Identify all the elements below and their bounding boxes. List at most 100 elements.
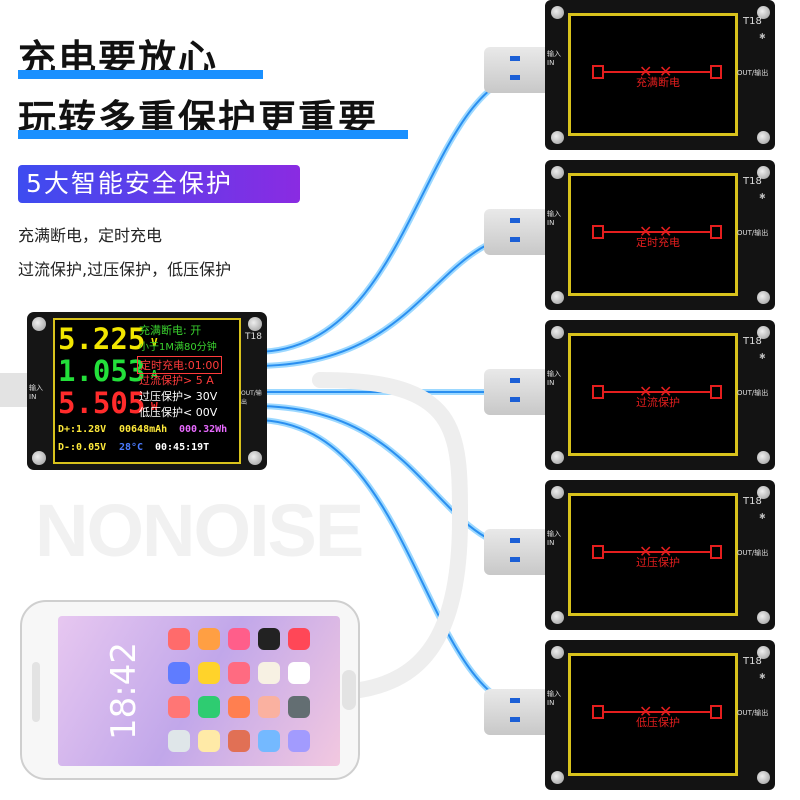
tester-in-label: 输入 IN (547, 370, 561, 387)
app-icon (198, 730, 220, 752)
tester-screen: ✕ ✕ (568, 13, 738, 136)
menu-full-cutoff: 充满断电: 开 (139, 324, 202, 337)
mah-reading: 00648mAh (119, 424, 168, 435)
current-unit: A (151, 368, 158, 381)
svg-text:✕: ✕ (639, 702, 652, 721)
dplus-reading: D+:1.28V (58, 424, 107, 435)
voltage-unit: V (151, 336, 158, 349)
tester-screen: ✕ ✕ (568, 493, 738, 616)
bluetooth-icon: ✱ (759, 352, 766, 361)
app-icon (288, 628, 310, 650)
svg-text:✕: ✕ (639, 542, 652, 561)
app-icon (228, 628, 250, 650)
app-icon (168, 696, 190, 718)
dminus-reading: D-:0.05V (58, 442, 107, 453)
phone-home-button (342, 670, 356, 710)
tester-out-label: OUT/输出 (737, 69, 769, 77)
bluetooth-icon: ✱ (759, 192, 766, 201)
tester-model: T18 (743, 656, 762, 667)
svg-text:✕: ✕ (659, 62, 672, 81)
tester-model: T18 (743, 176, 762, 187)
app-icon (258, 662, 280, 684)
tester-caption: 定时充电 (636, 236, 680, 249)
svg-text:✕: ✕ (639, 62, 652, 81)
bluetooth-icon: ✱ (759, 32, 766, 41)
usb-plug (484, 529, 548, 575)
tester-screen: ✕ ✕ (568, 653, 738, 776)
cut-symbol: ✕ ✕ (592, 222, 722, 241)
app-icon (228, 662, 250, 684)
menu-overvoltage: 过压保护> 30V (139, 390, 218, 403)
tester-overvoltage: ✕ ✕ T18 输入 IN OUT/输出 过压保护 ✱ (545, 480, 775, 630)
svg-text:✕: ✕ (659, 542, 672, 561)
svg-text:✕: ✕ (639, 222, 652, 241)
mwh-reading: 000.32Wh (179, 424, 228, 435)
tester-screen: ✕ ✕ (568, 333, 738, 456)
menu-overcurrent: 过流保护> 5 A (139, 374, 214, 387)
main-model: T18 (245, 332, 262, 342)
tester-caption: 充满断电 (636, 76, 680, 89)
usb-plug (484, 209, 548, 255)
tester-undervoltage: ✕ ✕ T18 输入 IN OUT/输出 低压保护 ✱ (545, 640, 775, 790)
cut-symbol: ✕ ✕ (592, 702, 722, 721)
feature-desc: 过流保护,过压保护，低压保护 (18, 260, 232, 279)
tester-model: T18 (743, 496, 762, 507)
smartphone: 18:42 (20, 600, 360, 780)
headline-underline (18, 70, 263, 79)
app-icon (288, 662, 310, 684)
app-icon (258, 696, 280, 718)
svg-text:✕: ✕ (639, 382, 652, 401)
app-icon (258, 730, 280, 752)
tester-out-label: OUT/输出 (737, 549, 769, 557)
cut-symbol: ✕ ✕ (592, 382, 722, 401)
app-icon (258, 628, 280, 650)
main-in-label: 输入 IN (29, 384, 43, 401)
tester-out-label: OUT/输出 (737, 709, 769, 717)
tester-timer-charge: ✕ ✕ T18 输入 IN OUT/输出 定时充电 ✱ (545, 160, 775, 310)
tester-full-cutoff: ✕ ✕ T18 输入 IN OUT/输出 充满断电 ✱ (545, 0, 775, 150)
svg-text:✕: ✕ (659, 702, 672, 721)
usb-plug (484, 689, 548, 735)
tester-overcurrent: ✕ ✕ T18 输入 IN OUT/输出 过流保护 ✱ (545, 320, 775, 470)
menu-timer: 定时充电:01:00 (137, 356, 223, 374)
usb-plug (484, 47, 548, 93)
phone-speaker (32, 662, 40, 722)
cut-symbol: ✕ ✕ (592, 62, 722, 81)
app-icon (198, 696, 220, 718)
voltage-reading: 5.225 (58, 322, 146, 356)
cut-symbol: ✕ ✕ (592, 542, 722, 561)
feature-desc: 充满断电，定时充电 (18, 226, 163, 245)
current-reading: 1.053 (58, 354, 146, 388)
tester-caption: 低压保护 (636, 716, 680, 729)
menu-undervoltage: 低压保护< 00V (139, 406, 218, 419)
app-icon (198, 628, 220, 650)
tester-model: T18 (743, 336, 762, 347)
app-icon (288, 730, 310, 752)
phone-display: 18:42 (58, 616, 340, 766)
app-icon (168, 628, 190, 650)
bluetooth-icon: ✱ (759, 672, 766, 681)
main-out-label: OUT/输出 (241, 390, 262, 406)
svg-text:✕: ✕ (659, 382, 672, 401)
app-icon (288, 696, 310, 718)
bluetooth-icon: ✱ (759, 512, 766, 521)
power-reading: 5.505 (58, 386, 146, 420)
usb-plug (484, 369, 548, 415)
tester-in-label: 输入 IN (547, 530, 561, 547)
tester-in-label: 输入 IN (547, 50, 561, 67)
svg-text:✕: ✕ (659, 222, 672, 241)
tester-caption: 过压保护 (636, 556, 680, 569)
tester-caption: 过流保护 (636, 396, 680, 409)
main-screen: 5.225 V 1.053 A 5.505 W 充满断电: 开 小于1M满80分… (53, 318, 241, 464)
headline-underline (18, 130, 408, 139)
tester-in-label: 输入 IN (547, 210, 561, 227)
menu-full-threshold: 小于1M满80分钟 (139, 342, 217, 353)
feature-badge: 5大智能安全保护 (18, 165, 300, 203)
tester-out-label: OUT/输出 (737, 229, 769, 237)
app-icon (168, 730, 190, 752)
timer-reading: 00:45:19T (155, 442, 210, 453)
phone-clock: 18:42 (104, 642, 144, 740)
watermark: NONOISE (35, 489, 364, 572)
main-tester: 5.225 V 1.053 A 5.505 W 充满断电: 开 小于1M满80分… (27, 312, 267, 470)
power-unit: W (151, 400, 158, 413)
